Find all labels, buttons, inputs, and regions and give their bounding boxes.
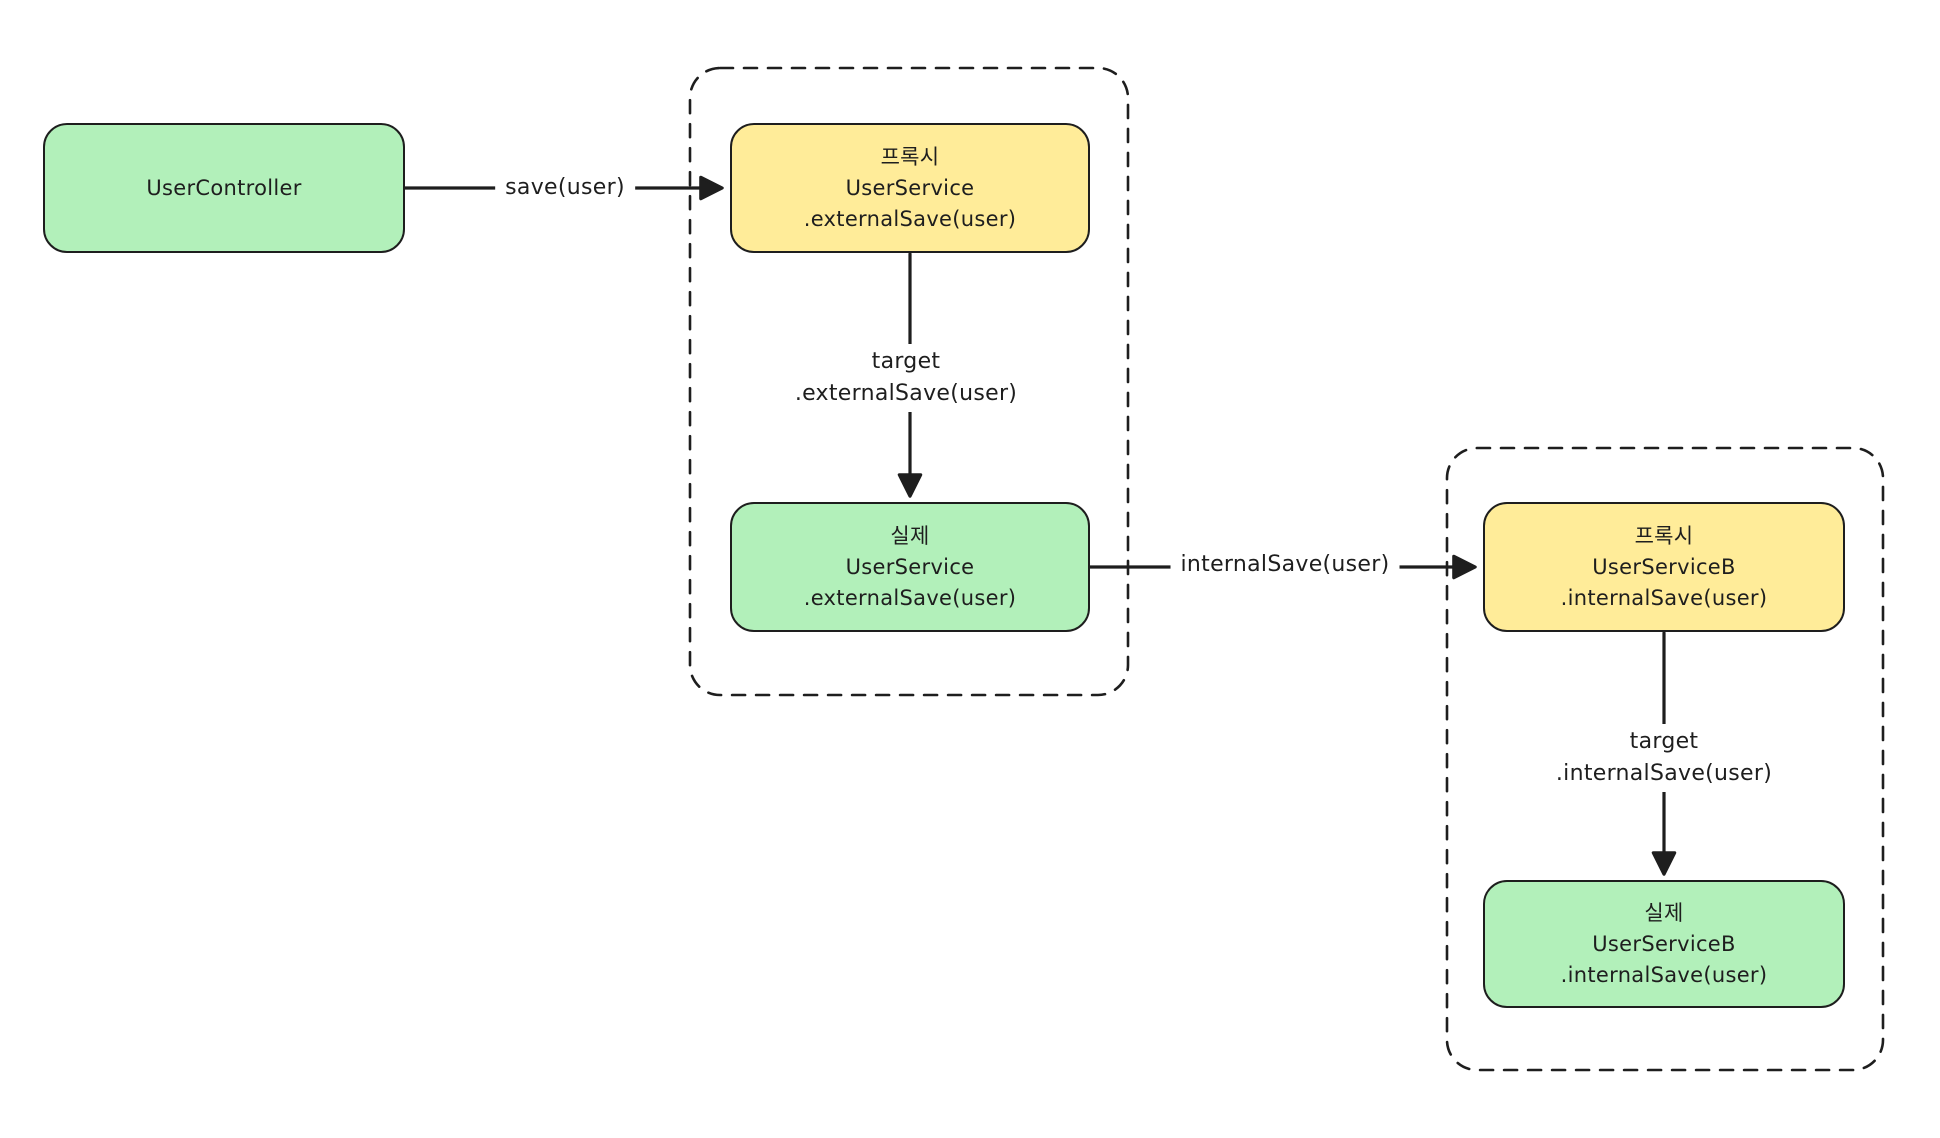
edge-label-target-external-line1: target xyxy=(871,349,941,374)
node-user-controller: UserController xyxy=(43,123,405,253)
node-real-user-service-b-line2: UserServiceB xyxy=(1592,931,1736,956)
edge-label-internal-save: internalSave(user) xyxy=(1170,547,1400,583)
edge-label-target-internal-line1: target xyxy=(1629,729,1699,754)
node-real-user-service-line2: UserService xyxy=(845,554,975,579)
node-proxy-user-service-b: 프록시 UserServiceB .internalSave(user) xyxy=(1483,502,1845,632)
node-proxy-user-service: 프록시 UserService .externalSave(user) xyxy=(730,123,1090,253)
node-user-controller-label: UserController xyxy=(146,175,302,200)
node-real-user-service-b-line3: .internalSave(user) xyxy=(1560,962,1768,987)
edge-label-target-external: target .externalSave(user) xyxy=(784,344,1028,412)
node-real-user-service: 실제 UserService .externalSave(user) xyxy=(730,502,1090,632)
edge-label-target-internal: target .internalSave(user) xyxy=(1545,724,1783,792)
edge-label-target-internal-line2: .internalSave(user) xyxy=(1555,761,1773,786)
edge-label-target-external-line2: .externalSave(user) xyxy=(794,381,1018,406)
node-proxy-user-service-line3: .externalSave(user) xyxy=(803,206,1017,231)
group-external-save-dashed-box xyxy=(688,66,1130,697)
group-internal-save-dashed-box xyxy=(1445,446,1885,1072)
edge-label-save-text: save(user) xyxy=(505,175,625,200)
node-proxy-user-service-line2: UserService xyxy=(845,175,975,200)
node-real-user-service-b: 실제 UserServiceB .internalSave(user) xyxy=(1483,880,1845,1008)
node-proxy-user-service-b-line1: 프록시 xyxy=(1634,523,1694,548)
node-proxy-user-service-line1: 프록시 xyxy=(880,144,940,169)
node-proxy-user-service-b-line2: UserServiceB xyxy=(1592,554,1736,579)
node-proxy-user-service-b-line3: .internalSave(user) xyxy=(1560,585,1768,610)
node-real-user-service-b-line1: 실제 xyxy=(1644,900,1684,925)
edge-label-internal-save-text: internalSave(user) xyxy=(1180,552,1390,577)
node-real-user-service-line3: .externalSave(user) xyxy=(803,585,1017,610)
edge-label-save: save(user) xyxy=(495,170,635,206)
node-real-user-service-line1: 실제 xyxy=(890,523,930,548)
